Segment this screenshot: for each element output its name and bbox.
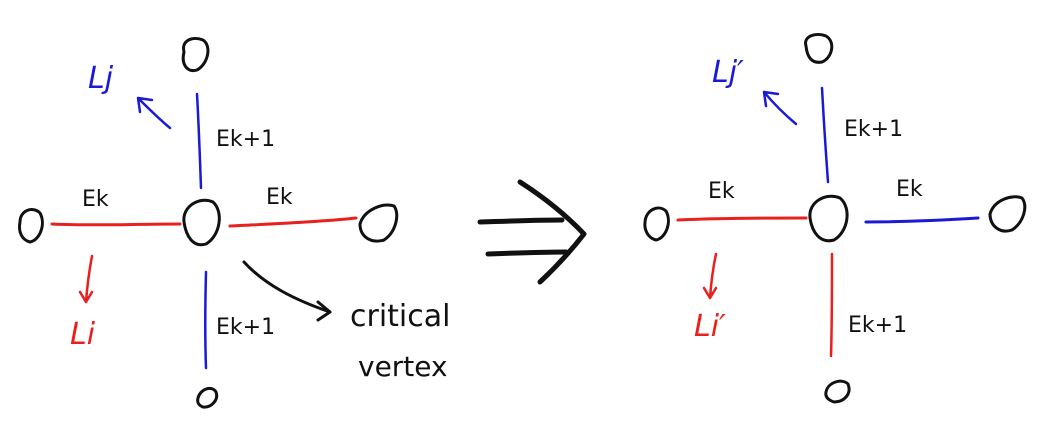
left-Li-label: Li — [70, 317, 96, 352]
right-bottom-edge — [829, 252, 834, 358]
left-Lj-label: Lj — [88, 61, 114, 96]
left-bottom-edge — [204, 270, 208, 370]
right-bottom-vertex — [824, 379, 851, 404]
left-right-edge-label: Ek — [266, 185, 293, 210]
right-top-edge — [820, 86, 830, 184]
right-center-vertex — [808, 194, 849, 243]
right-Lj-arrow — [762, 90, 798, 126]
left-bottom-vertex — [196, 386, 219, 409]
right-Li-arrow — [702, 252, 718, 300]
left-graph: Lj Li Ek+1 Ek+1 Ek Ek critical vertex — [18, 37, 450, 409]
implies-arrow-symbol — [477, 179, 587, 285]
left-critical-vertex-arrow — [242, 260, 332, 322]
right-right-edge — [864, 216, 980, 224]
right-left-edge — [676, 216, 808, 222]
right-right-edge-label: Ek — [896, 177, 923, 202]
right-bottom-edge-label: Ek+1 — [848, 313, 907, 338]
left-left-edge — [50, 222, 182, 227]
left-top-vertex — [181, 37, 210, 73]
left-right-edge — [228, 216, 358, 228]
right-Li-label: Li′ — [694, 309, 726, 344]
critical-vertex-label-line2: vertex — [358, 350, 448, 383]
right-right-vertex — [988, 195, 1027, 233]
critical-vertex-label-line1: critical — [350, 299, 450, 334]
right-top-vertex — [804, 32, 834, 64]
right-top-edge-label: Ek+1 — [844, 117, 903, 142]
left-Lj-arrow — [136, 96, 172, 130]
right-left-vertex — [643, 206, 670, 242]
right-Lj-label: Lj′ — [712, 55, 744, 90]
left-left-vertex — [18, 208, 44, 244]
left-center-critical-vertex — [182, 198, 221, 247]
right-left-edge-label: Ek — [708, 179, 735, 204]
right-graph: Lj′ Li′ Ek+1 Ek+1 Ek Ek — [643, 32, 1027, 404]
left-right-vertex — [358, 203, 399, 243]
left-Li-arrow — [78, 254, 94, 304]
left-top-edge — [195, 92, 203, 190]
left-bottom-edge-label: Ek+1 — [216, 315, 275, 340]
left-left-edge-label: Ek — [82, 187, 109, 212]
left-top-edge-label: Ek+1 — [216, 127, 275, 152]
